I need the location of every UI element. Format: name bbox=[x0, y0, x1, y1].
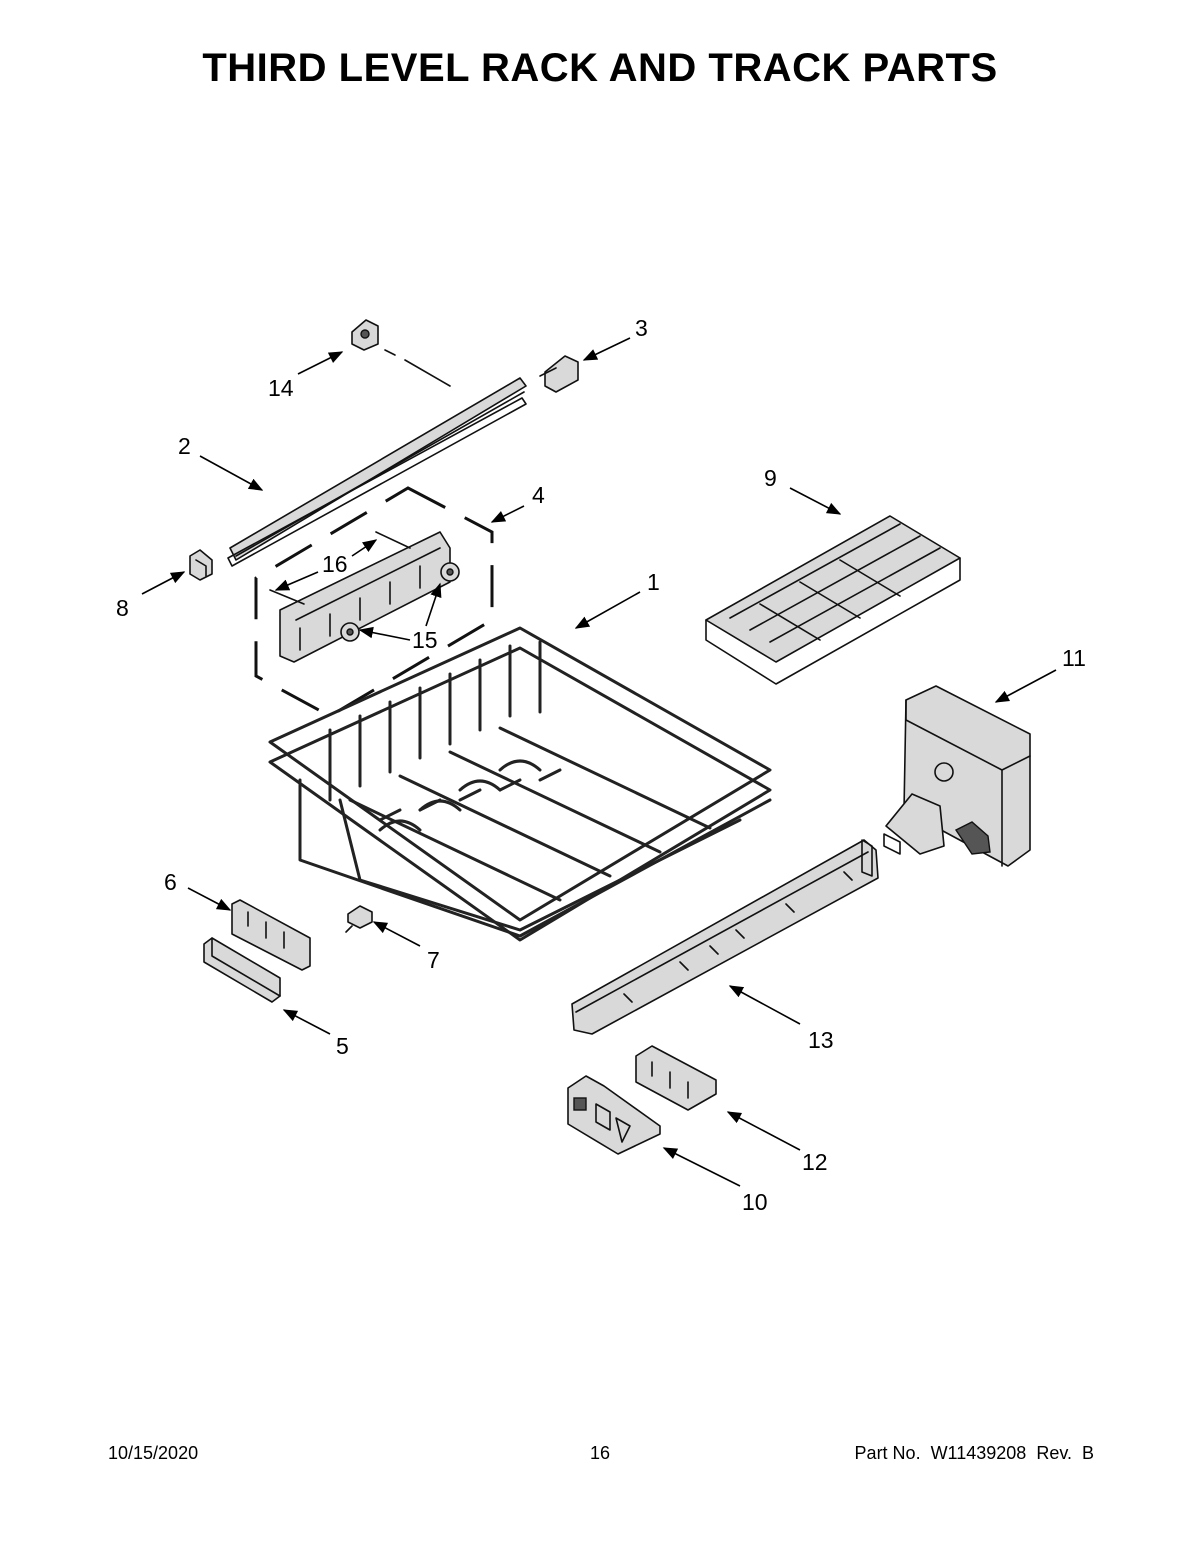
part-12-bracket bbox=[635, 1045, 717, 1111]
page-title: THIRD LEVEL RACK AND TRACK PARTS bbox=[202, 46, 998, 90]
callout-6: 6 bbox=[164, 869, 177, 895]
callout-5: 5 bbox=[336, 1033, 349, 1059]
callout-4: 4 bbox=[532, 482, 545, 508]
part-11-manifold-housing bbox=[883, 685, 1031, 867]
part-1-wire-rack bbox=[268, 626, 772, 942]
callout-14: 14 bbox=[268, 375, 294, 401]
callout-8: 8 bbox=[116, 595, 129, 621]
footer-page-number: 16 bbox=[589, 1443, 611, 1463]
part-2-track-rail bbox=[227, 377, 527, 567]
callout-10: 10 bbox=[742, 1189, 768, 1215]
callout-13: 13 bbox=[808, 1027, 834, 1053]
footer-part-number: Part No. W11439208 Rev. B bbox=[854, 1443, 1094, 1463]
leader-lines bbox=[141, 337, 1057, 1187]
part-4-rail-bracket bbox=[269, 531, 451, 663]
footer-date: 10/15/2020 bbox=[108, 1443, 199, 1463]
part-3-end-cap bbox=[539, 355, 579, 393]
part-7-screw bbox=[345, 905, 373, 933]
part-10-bracket bbox=[567, 1075, 661, 1155]
callout-11: 11 bbox=[1062, 645, 1086, 671]
callout-2: 2 bbox=[178, 433, 191, 459]
part-15-wheels bbox=[340, 562, 460, 642]
callout-3: 3 bbox=[635, 315, 648, 341]
callout-16: 16 bbox=[322, 551, 348, 577]
callout-9: 9 bbox=[764, 465, 777, 491]
part-4-assembly-outline bbox=[254, 486, 494, 718]
part-9-basket bbox=[705, 515, 961, 685]
callout-labels: 1 2 3 4 5 6 7 8 9 10 11 12 13 14 15 16 bbox=[116, 315, 1086, 1215]
part-13-spray-tube bbox=[571, 839, 879, 1035]
callout-7: 7 bbox=[427, 947, 440, 973]
part-6-bracket bbox=[231, 899, 311, 971]
callout-12: 12 bbox=[802, 1149, 828, 1175]
callout-1: 1 bbox=[647, 569, 660, 595]
part-14-clip bbox=[351, 319, 451, 387]
part-8-bracket bbox=[189, 549, 213, 581]
callout-15: 15 bbox=[412, 627, 438, 653]
part-5-cover bbox=[203, 937, 281, 1003]
